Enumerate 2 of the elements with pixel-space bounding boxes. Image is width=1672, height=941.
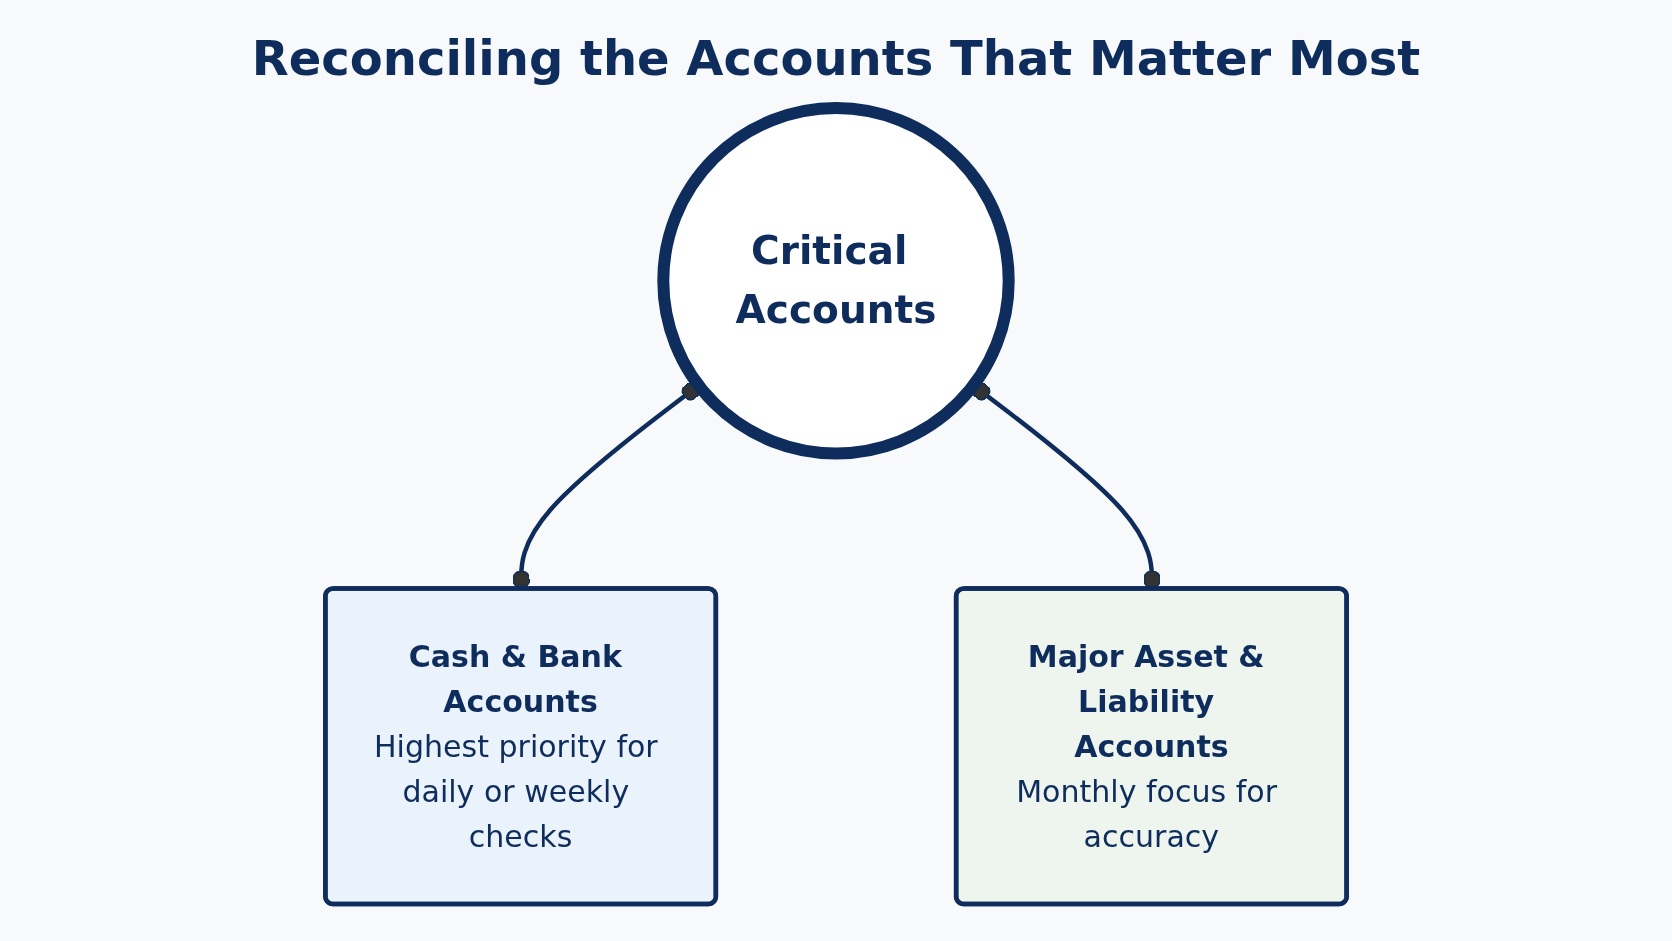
diagram-title: Reconciling the Accounts That Matter Most xyxy=(250,29,1422,88)
node-circle: Critical Accounts xyxy=(657,102,1015,460)
